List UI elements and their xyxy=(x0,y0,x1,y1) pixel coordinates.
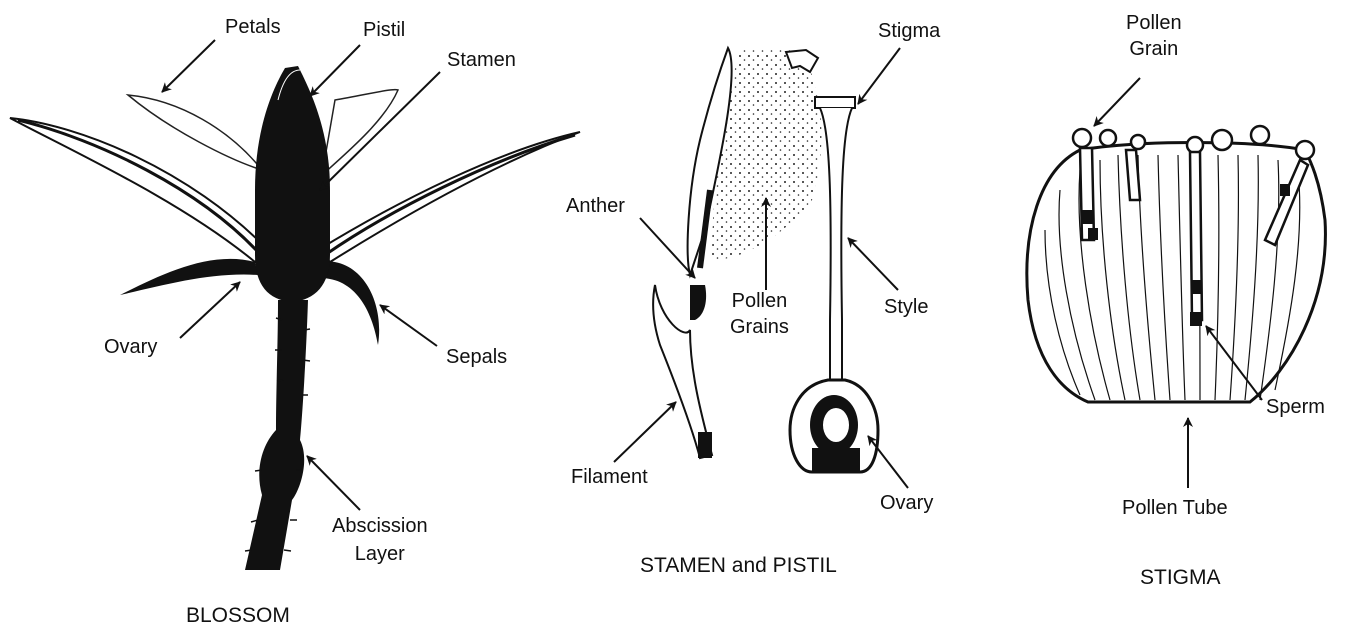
stigma-top xyxy=(815,97,855,108)
label-abscission-line2: Layer xyxy=(332,543,428,565)
label-abscission-line1: Abscission xyxy=(332,515,428,537)
blossom-drawing xyxy=(10,66,580,570)
label-pistil: Pistil xyxy=(363,19,405,41)
petal-back-left xyxy=(128,95,262,170)
label-ovary-blossom: Ovary xyxy=(104,336,157,358)
label-stamen: Stamen xyxy=(447,49,516,71)
arrow-filament xyxy=(614,402,676,462)
arrow-petals xyxy=(162,40,215,92)
label-pollen-grain: Pollen Grain xyxy=(1126,12,1182,60)
label-pollen-grain-line2: Grain xyxy=(1126,38,1182,60)
label-stigma: Stigma xyxy=(878,20,940,42)
label-anther: Anther xyxy=(566,195,625,217)
arrow-ovary-left xyxy=(180,282,240,338)
label-style: Style xyxy=(884,296,928,318)
label-pollen-grain-line1: Pollen xyxy=(1126,12,1182,34)
sepal-left xyxy=(120,259,258,295)
caption-stamen-pistil: STAMEN and PISTIL xyxy=(640,554,837,578)
flower-column xyxy=(255,66,330,302)
label-pollen-grains-line2: Grains xyxy=(730,316,789,338)
style xyxy=(820,108,852,380)
arrow-style xyxy=(848,238,898,290)
arrow-abscission xyxy=(307,456,360,510)
label-pollen-tube: Pollen Tube xyxy=(1122,497,1228,519)
label-sepals: Sepals xyxy=(446,346,507,368)
arrow-stigma xyxy=(858,48,900,104)
petal-right xyxy=(318,132,580,262)
caption-stigma: STIGMA xyxy=(1140,566,1221,590)
petal-back-right xyxy=(322,90,398,175)
label-petals: Petals xyxy=(225,16,281,38)
caption-blossom: BLOSSOM xyxy=(186,604,290,628)
anther-lower xyxy=(690,285,706,320)
label-filament: Filament xyxy=(571,466,648,488)
label-pollen-grains: Pollen Grains xyxy=(730,290,789,338)
label-pollen-grains-line1: Pollen xyxy=(730,290,789,312)
arrow-pollen-grain xyxy=(1094,78,1140,126)
label-sperm: Sperm xyxy=(1266,396,1325,418)
label-ovary-pistil: Ovary xyxy=(880,492,933,514)
arrow-pistil xyxy=(310,45,360,96)
label-abscission-layer: Abscission Layer xyxy=(332,515,428,565)
stalk xyxy=(245,300,308,570)
arrow-sepals xyxy=(380,305,437,346)
stigma-drawing xyxy=(1027,126,1326,402)
